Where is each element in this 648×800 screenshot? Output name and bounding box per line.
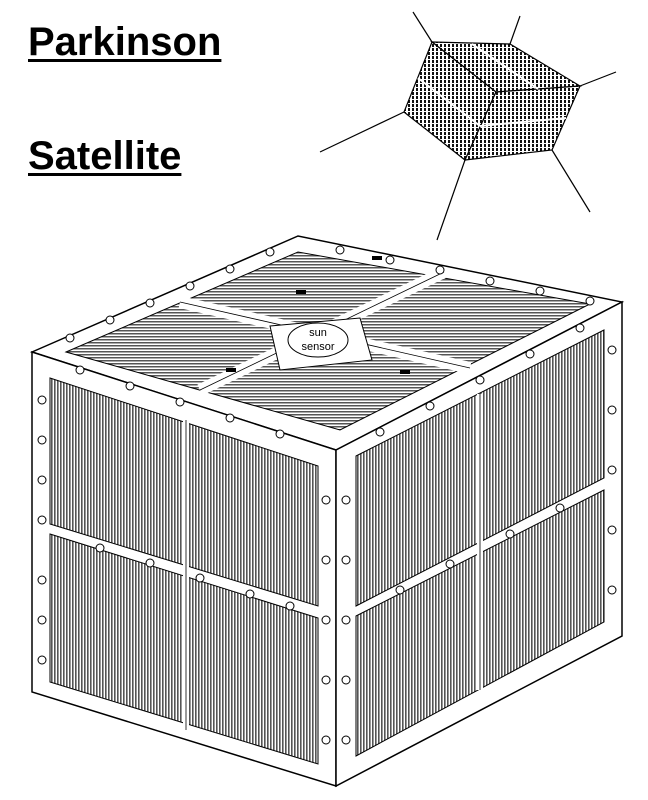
small-satellite	[319, 11, 617, 241]
title-parkinson: Parkinson	[28, 20, 222, 64]
antenna-5	[436, 159, 466, 241]
antenna-6	[551, 149, 591, 213]
sun-sensor	[287, 322, 349, 358]
antenna-2	[509, 15, 521, 45]
antenna-3	[579, 71, 617, 87]
antenna-1	[412, 11, 433, 43]
sun-sensor-label-1: sun	[309, 327, 327, 339]
antenna-4	[319, 111, 405, 153]
mounting-bolts	[37, 245, 617, 745]
title-satellite: Satellite	[28, 134, 182, 178]
main-satellite: sun sensor	[29, 235, 625, 788]
sun-sensor-label-2: sensor	[301, 341, 334, 353]
